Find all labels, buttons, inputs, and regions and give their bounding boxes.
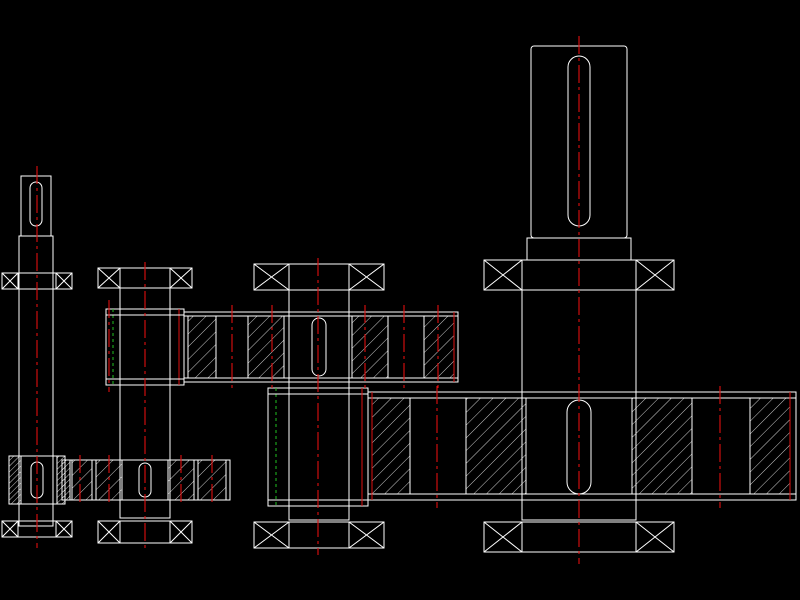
input-shaft-keyway-top: [29, 181, 43, 227]
input-shaft-body: [18, 235, 54, 527]
intermediate-shaft-1-assembly: [61, 262, 231, 552]
intermediate-1-gear: [61, 459, 231, 501]
intermediate-1-bearing-bottom: [97, 520, 193, 544]
intermediate-shaft-2-assembly: [183, 258, 459, 555]
intermediate-2-bearing-top: [253, 263, 385, 291]
input-shaft-extension: [20, 175, 52, 237]
intermediate-2-bearing-bottom: [253, 521, 385, 549]
intermediate-2-gear-keyway: [311, 317, 327, 377]
output-gear: [367, 391, 797, 501]
input-pinion: [8, 455, 66, 505]
output-shaft-assembly: [367, 36, 797, 564]
input-shaft-assembly: [1, 166, 73, 548]
intermediate-2-gear: [183, 311, 459, 383]
intermediate-2-shaft-body: [288, 289, 350, 521]
